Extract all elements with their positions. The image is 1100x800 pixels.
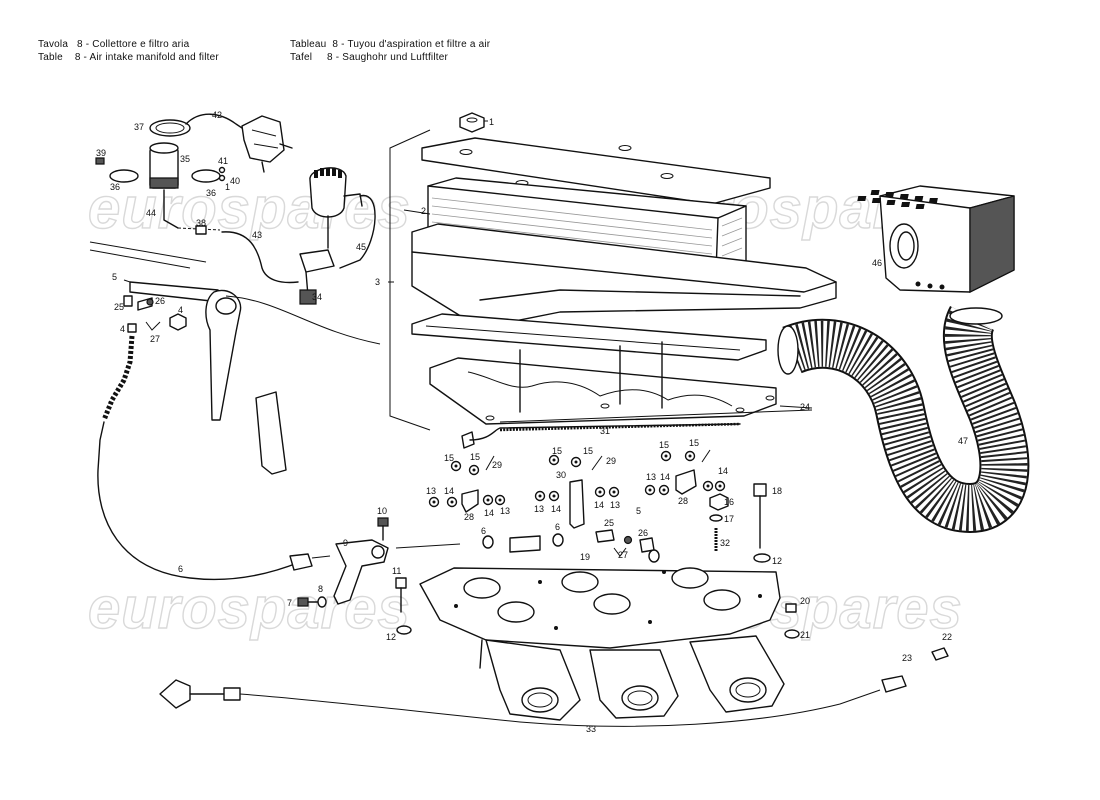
- part-label: 9: [343, 538, 348, 548]
- part-label: 15: [444, 453, 454, 463]
- part-label: 36: [110, 182, 120, 192]
- part-label: 13: [610, 500, 620, 510]
- part-label: 23: [902, 653, 912, 663]
- part-label: 31: [600, 426, 610, 436]
- part-label: 45: [356, 242, 366, 252]
- part-label: 17: [724, 514, 734, 524]
- part-label: 1: [489, 117, 494, 127]
- part-label: 28: [678, 496, 688, 506]
- part-label: 35: [180, 154, 190, 164]
- part-labels: 1 2 3 4 4 5 5 6 6 6 7 8 9 10 11 12 12 13…: [96, 110, 968, 734]
- part-label: 15: [659, 440, 669, 450]
- part-label: 3: [375, 277, 380, 287]
- part-label: 12: [386, 632, 396, 642]
- part-label: 24: [800, 402, 810, 412]
- part-label: 26: [155, 296, 165, 306]
- part-label: 11: [392, 566, 401, 576]
- part-label: 29: [492, 460, 502, 470]
- part-label: 6: [178, 564, 183, 574]
- part-label: 27: [150, 334, 160, 344]
- part-label: 13: [534, 504, 544, 514]
- title-english: Table 8 - Air intake manifold and filter: [38, 52, 219, 63]
- part-label: 47: [958, 436, 968, 446]
- part-label: 32: [720, 538, 730, 548]
- title-french: Tableau 8 - Tuyou d'aspiration et filtre…: [290, 39, 491, 50]
- hardware-small-parts: [297, 449, 800, 639]
- part-label: 5: [112, 272, 117, 282]
- throttle-cable: [159, 647, 949, 727]
- part-label: 36: [206, 188, 216, 198]
- watermark-bottom-left: eurospares: [88, 576, 411, 641]
- part-label: 10: [377, 506, 387, 516]
- accelerator-pedal: [89, 241, 381, 581]
- part-label: 13: [500, 506, 510, 516]
- part-label: 5: [636, 506, 641, 516]
- part-label: 2: [421, 206, 426, 216]
- part-label: 21: [800, 630, 810, 640]
- part-label: 29: [606, 456, 616, 466]
- part-label: 6: [481, 526, 486, 536]
- part-label: 37: [134, 122, 144, 132]
- part-label: 20: [800, 596, 810, 606]
- part-label: 16: [724, 497, 734, 507]
- part-label: 7: [287, 598, 292, 608]
- part-label: 42: [212, 110, 222, 120]
- part-label: 15: [689, 438, 699, 448]
- leader-lines: [123, 120, 813, 409]
- part-label: 8: [318, 584, 323, 594]
- part-label: 18: [772, 486, 782, 496]
- part-label: 15: [552, 446, 562, 456]
- part-label: 46: [872, 258, 882, 268]
- part-label: 1: [225, 182, 230, 192]
- flexible-hose: [777, 306, 1030, 534]
- fuel-system-parts: [95, 113, 376, 305]
- title-italian: Tavola 8 - Collettore e filtro aria: [38, 39, 190, 50]
- part-label: 12: [772, 556, 782, 566]
- part-label: 38: [196, 218, 206, 228]
- watermark-top-left: eurospares: [88, 176, 411, 241]
- part-label: 6: [555, 522, 560, 532]
- part-label: 25: [114, 302, 124, 312]
- part-label: 14: [444, 486, 454, 496]
- part-label: 19: [580, 552, 590, 562]
- part-label: 14: [484, 508, 494, 518]
- title-german: Tafel 8 - Saughohr und Luftfilter: [290, 52, 449, 63]
- part-label: 4: [178, 305, 183, 315]
- part-label: 14: [718, 466, 728, 476]
- part-label: 30: [556, 470, 566, 480]
- linkage-rod: [461, 409, 813, 449]
- part-label: 13: [426, 486, 436, 496]
- part-label: 14: [594, 500, 604, 510]
- part-label: 13: [646, 472, 656, 482]
- part-label: 39: [96, 148, 106, 158]
- part-label: 27: [618, 550, 628, 560]
- part-label: 28: [464, 512, 474, 522]
- part-label: 22: [942, 632, 952, 642]
- part-label: 44: [146, 208, 156, 218]
- part-label: 15: [470, 452, 480, 462]
- part-label: 26: [638, 528, 648, 538]
- part-label: 14: [660, 472, 670, 482]
- intake-manifold: [419, 567, 785, 721]
- part-label: 14: [551, 504, 561, 514]
- intake-horn: [857, 185, 1015, 293]
- part-label: 15: [583, 446, 593, 456]
- part-label: 4: [120, 324, 125, 334]
- part-label: 25: [604, 518, 614, 528]
- part-label: 43: [252, 230, 262, 240]
- part-label: 33: [586, 724, 596, 734]
- air-filter-assembly: [388, 112, 837, 431]
- part-label: 34: [312, 292, 322, 302]
- part-label: 40: [230, 176, 240, 186]
- part-label: 41: [218, 156, 228, 166]
